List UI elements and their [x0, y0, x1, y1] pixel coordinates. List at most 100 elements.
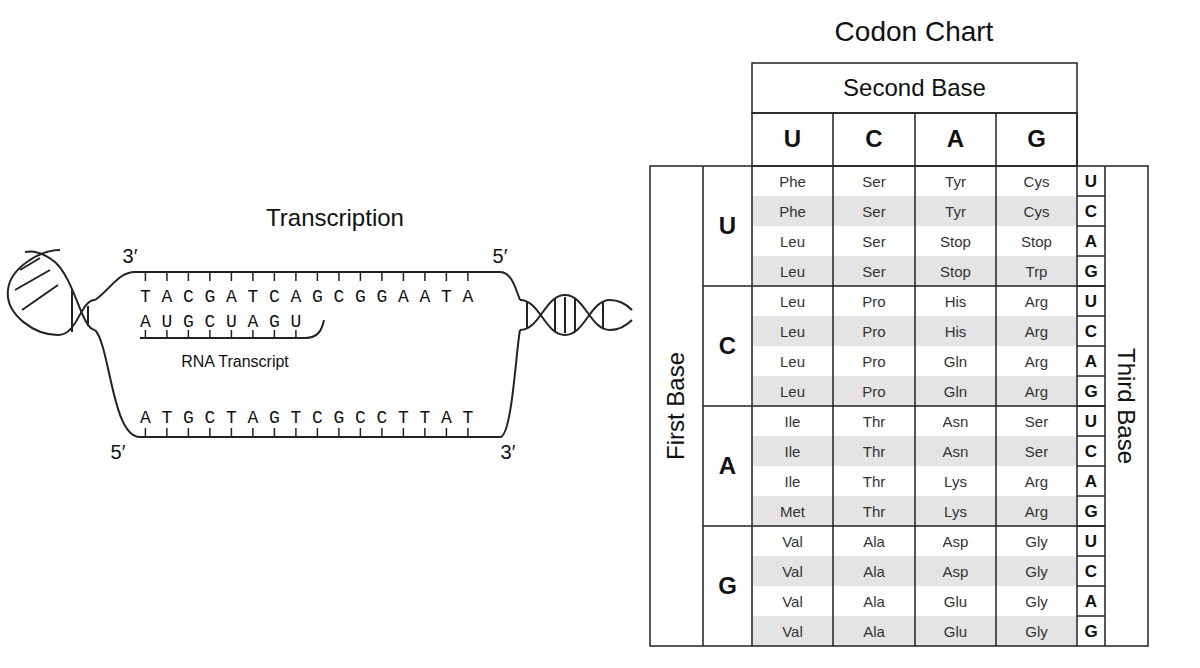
amino-acid: Asn — [943, 444, 969, 459]
amino-acid: Thr — [863, 444, 886, 459]
helix-strand — [520, 295, 632, 330]
base-tick — [295, 428, 297, 437]
amino-acid: Stop — [940, 264, 971, 279]
base-tick — [381, 272, 383, 281]
amino-acid: Ser — [862, 174, 885, 189]
codon-table-grid — [650, 63, 1148, 646]
base-tick — [231, 272, 233, 281]
amino-acid: Tyr — [945, 174, 966, 189]
amino-acid: Ile — [785, 414, 801, 429]
base-tick — [360, 272, 362, 281]
table-line — [1077, 225, 1105, 227]
amino-acid: Lys — [944, 504, 967, 519]
amino-acid: Leu — [780, 324, 805, 339]
amino-acid: Gly — [1025, 534, 1048, 549]
amino-acid: Ala — [863, 594, 885, 609]
table-line — [1077, 195, 1105, 197]
helix-rung — [564, 297, 566, 333]
base-letter: G — [1084, 623, 1097, 640]
base-tick — [209, 272, 211, 281]
amino-acid: Stop — [940, 234, 971, 249]
amino-acid: Pro — [862, 354, 885, 369]
amino-acid: Ser — [1025, 444, 1048, 459]
base-letter: A — [1085, 593, 1097, 610]
table-line — [832, 113, 834, 646]
amino-acid: Cys — [1024, 204, 1050, 219]
helix-rung — [20, 258, 40, 270]
base-letter: A — [1085, 353, 1097, 370]
helix-rung — [602, 302, 604, 328]
axis-heading: Second Base — [843, 76, 986, 100]
amino-acid: Trp — [1026, 264, 1048, 279]
base-tick — [145, 330, 147, 338]
amino-acid: Leu — [780, 234, 805, 249]
amino-acid: Ala — [863, 564, 885, 579]
helix-rung — [574, 299, 576, 331]
amino-acid: Asp — [943, 534, 969, 549]
base-tick — [446, 428, 448, 437]
amino-acid: Cys — [1024, 174, 1050, 189]
amino-acid: Met — [780, 504, 805, 519]
table-line — [1077, 585, 1105, 587]
amino-acid: Arg — [1025, 384, 1048, 399]
base-letter: C — [1085, 443, 1097, 460]
amino-acid: Arg — [1025, 354, 1048, 369]
amino-acid: Phe — [779, 174, 806, 189]
amino-acid: Pro — [862, 294, 885, 309]
amino-acid: Pro — [862, 384, 885, 399]
amino-acid: Ser — [862, 204, 885, 219]
base-tick — [188, 428, 190, 437]
dna-bubble — [95, 272, 520, 437]
base-letter: A — [1085, 233, 1097, 250]
amino-acid: Val — [782, 624, 803, 639]
base-letter: G — [1084, 383, 1097, 400]
base-tick — [209, 330, 211, 338]
table-line — [1077, 345, 1105, 347]
amino-acid: Tyr — [945, 204, 966, 219]
base-tick — [188, 272, 190, 281]
base-tick — [252, 428, 254, 437]
base-tick — [403, 428, 405, 437]
strand-end: 3′ — [123, 246, 138, 266]
amino-acid: Arg — [1025, 474, 1048, 489]
base-letter: A — [947, 127, 964, 151]
base-letter: U — [1085, 533, 1097, 550]
table-line — [703, 525, 1105, 527]
table-line — [703, 285, 1105, 287]
chart-title: Codon Chart — [835, 18, 994, 46]
base-letter: C — [1085, 203, 1097, 220]
strand-end: 3′ — [501, 442, 516, 462]
amino-acid: Ser — [1025, 414, 1048, 429]
rna-sequence: AUGCUAGU — [140, 313, 312, 331]
table-line — [914, 113, 916, 646]
base-tick — [274, 428, 276, 437]
amino-acid: Thr — [863, 504, 886, 519]
dna-sequence: TACGATCAGCGGAATA — [140, 288, 484, 306]
third-base-cells — [1077, 196, 1105, 616]
base-letter: U — [1085, 293, 1097, 310]
amino-acid: Thr — [863, 414, 886, 429]
base-tick — [231, 330, 233, 338]
amino-acid: Arg — [1025, 324, 1048, 339]
base-letter: C — [719, 334, 736, 358]
helix-rung — [554, 299, 556, 331]
base-tick — [209, 428, 211, 437]
amino-acid: Asn — [943, 414, 969, 429]
amino-acid: Gly — [1025, 624, 1048, 639]
base-tick — [446, 272, 448, 281]
amino-acid: Ser — [862, 264, 885, 279]
base-letter: C — [865, 127, 882, 151]
base-letter: U — [719, 214, 736, 238]
helix-rung — [15, 270, 50, 290]
base-tick — [338, 272, 340, 281]
base-tick — [295, 330, 297, 338]
table-line — [1077, 315, 1105, 317]
base-letter: U — [784, 127, 801, 151]
helix-strand — [25, 251, 95, 330]
amino-acid: Asp — [943, 564, 969, 579]
amino-acid: Leu — [780, 384, 805, 399]
base-letter: G — [1027, 127, 1046, 151]
base-letter: A — [719, 454, 736, 478]
